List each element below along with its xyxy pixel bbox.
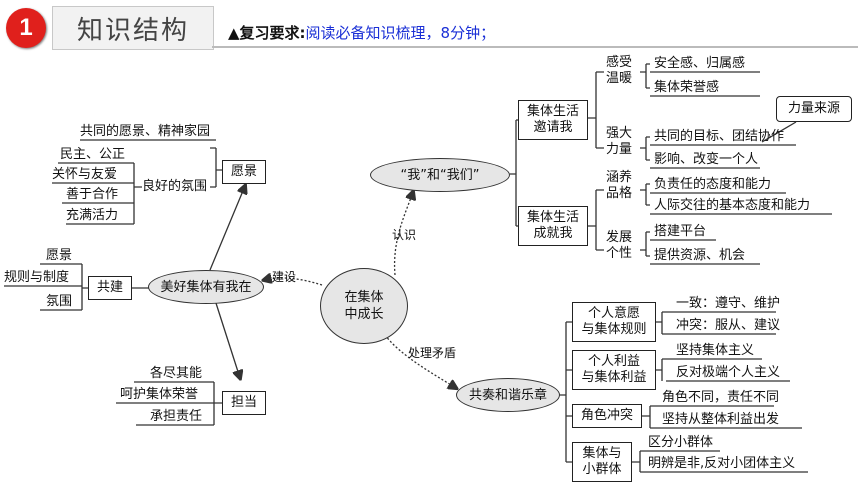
group1-box: 个人意愿 与集体规则	[572, 302, 656, 342]
group2-item-1: 坚持集体主义	[676, 343, 755, 358]
group1-item-1: 一致：遵守、维护	[676, 296, 781, 311]
section-badge-number: 1	[19, 14, 33, 41]
group3-box: 角色冲突	[572, 404, 642, 428]
edge-label-build: 建设	[272, 270, 297, 284]
develop-label: 发展 个性	[606, 230, 633, 261]
build-item-3: 氛围	[46, 294, 73, 309]
group3-item-1: 角色不同，责任不同	[662, 390, 780, 405]
edge-label-handle: 处理矛盾	[408, 346, 457, 360]
center-topic: 在集体 中成长	[320, 268, 408, 344]
achieve-box: 集体生活 成就我	[518, 206, 588, 246]
warm-item-2: 集体荣誉感	[654, 80, 720, 95]
edge-label-recognize: 认识	[392, 228, 417, 242]
build-item-1: 愿景	[46, 248, 73, 263]
cultivate-item-1: 负责任的态度和能力	[654, 177, 772, 192]
strength-item-2: 影响、改变一个人	[654, 152, 759, 167]
strength-label: 强大 力量	[606, 126, 633, 157]
develop-item-2: 提供资源、机会	[654, 248, 746, 263]
atmosphere-item-4: 充满活力	[66, 208, 119, 223]
title-underline	[212, 46, 858, 48]
we-and-us-node: “我”和“我们”	[370, 158, 510, 192]
atmosphere-item-1: 民主、公正	[60, 147, 126, 162]
warm-label: 感受 温暖	[606, 55, 633, 86]
harmony-node: 共奏和谐乐章	[456, 378, 560, 412]
group2-item-2: 反对极端个人主义	[676, 365, 781, 380]
vision-item: 共同的愿景、精神家园	[80, 124, 211, 139]
strength-source-box: 力量来源	[776, 96, 852, 122]
requirement-text: 阅读必备知识梳理，8分钟；	[305, 24, 496, 42]
group4-box: 集体与 小群体	[572, 442, 632, 482]
section-title: 知识结构	[76, 15, 189, 46]
duty-item-1: 各尽其能	[150, 366, 203, 381]
section-badge: 1	[6, 8, 46, 48]
duty-box: 担当	[222, 391, 266, 415]
atmosphere-item-2: 关怀与友爱	[52, 167, 118, 182]
group4-item-2: 明辨是非,反对小团体主义	[648, 456, 796, 471]
requirement-prefix: ▲复习要求:	[228, 24, 306, 42]
atmosphere-item-3: 善于合作	[66, 187, 119, 202]
invite-box: 集体生活 邀请我	[518, 100, 588, 140]
warm-item-1: 安全感、归属感	[654, 56, 746, 71]
section-title-box: 知识结构	[52, 6, 214, 50]
group4-item-1: 区分小群体	[648, 435, 714, 450]
cultivate-item-2: 人际交往的基本态度和能力	[654, 198, 811, 213]
develop-item-1: 搭建平台	[654, 224, 707, 239]
atmosphere-label: 良好的氛围	[142, 179, 208, 194]
review-requirement: ▲复习要求:阅读必备知识梳理，8分钟；	[228, 22, 495, 43]
vision-box: 愿景	[222, 160, 266, 184]
build-box: 共建	[88, 276, 132, 300]
beautiful-collective-node: 美好集体有我在	[148, 270, 264, 304]
group3-item-2: 坚持从整体利益出发	[662, 412, 780, 427]
duty-item-2: 呵护集体荣誉	[120, 387, 199, 402]
group1-item-2: 冲突：服从、建议	[676, 318, 781, 333]
duty-item-3: 承担责任	[150, 409, 203, 424]
cultivate-label: 涵养 品格	[606, 170, 633, 201]
build-item-2: 规则与制度	[4, 270, 70, 285]
group2-box: 个人利益 与集体利益	[572, 350, 656, 390]
strength-item-1: 共同的目标、团结协作	[654, 129, 785, 144]
